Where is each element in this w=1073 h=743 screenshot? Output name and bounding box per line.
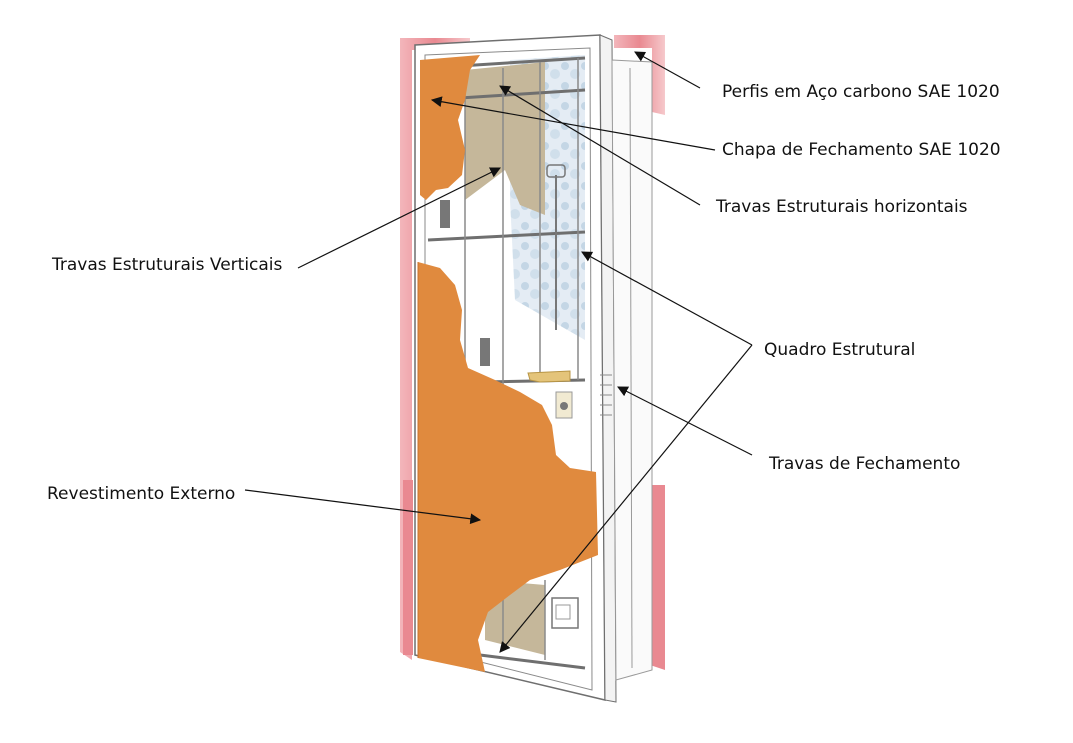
closing-latches: [600, 374, 612, 416]
leader-quadro-1: [581, 251, 753, 346]
latch-box: [551, 597, 579, 629]
leader-quadro-2: [499, 344, 753, 653]
label-travas-fechamento: Travas de Fechamento: [769, 454, 961, 474]
cladding-main: [418, 262, 598, 672]
handle-icon: [527, 370, 571, 383]
leader-travas-fechamento: [617, 386, 753, 456]
label-chapa: Chapa de Fechamento SAE 1020: [722, 140, 1001, 160]
leader-revestimento: [244, 489, 482, 525]
leader-lines: [244, 51, 753, 653]
label-quadro: Quadro Estrutural: [764, 340, 916, 360]
vertical-bars: [464, 58, 579, 660]
leader-perfis: [634, 51, 701, 89]
cladding-top: [420, 55, 480, 200]
leader-chapa: [430, 96, 716, 151]
leader-travas-verticais: [297, 167, 501, 269]
pink-jamb-left: [400, 38, 470, 660]
label-perfis: Perfis em Aço carbono SAE 1020: [722, 82, 1000, 102]
label-travas-verticais: Travas Estruturais Verticais: [52, 255, 283, 275]
hinge-pieces: [440, 164, 566, 366]
leader-travas-horizontais: [499, 85, 701, 206]
label-revestimento: Revestimento Externo: [47, 484, 236, 504]
lock-plate: [555, 391, 573, 419]
label-travas-horizontais: Travas Estruturais horizontais: [716, 197, 968, 217]
